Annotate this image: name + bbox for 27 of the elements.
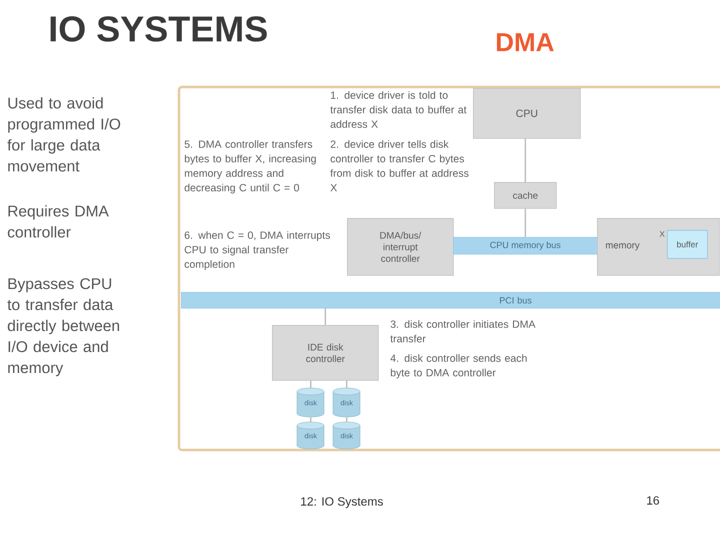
bus-band: PCI bus	[181, 292, 720, 308]
step-note: 3. disk controller initiates DMA transfer	[390, 320, 536, 342]
controller-box: IDE disk controller	[272, 325, 379, 381]
step-note: 6. when C = 0, DMA interrupts CPU to signal transfer completion	[184, 231, 330, 270]
step-note: 2. device driver tells disk controller to transfer C bytes from disk to buffer at address X	[330, 140, 468, 192]
connector-line	[310, 417, 312, 422]
page-number: 16	[647, 496, 660, 505]
slide-title: IO SYSTEMS	[50, 16, 267, 42]
connector-line	[524, 208, 526, 237]
bus-band: CPU memory bus	[453, 237, 598, 254]
connector-line	[310, 380, 312, 388]
cpu-box: CPU	[473, 88, 581, 139]
cache-box: cache	[494, 182, 557, 209]
connector-line	[346, 417, 348, 422]
connector-line	[524, 138, 526, 182]
buffer-box: buffer	[667, 230, 708, 259]
body-text: Used to avoid programmed I/O for large data movement	[7, 97, 120, 172]
connector-line	[346, 380, 348, 388]
step-note: 5. DMA controller transfers bytes to buffer X, increasing memory address and decreasing C until C = 0	[184, 140, 316, 194]
step-note: 4. disk controller sends each byte to DMA controller	[390, 354, 527, 378]
body-text: Requires DMA controller	[8, 205, 109, 238]
body-text: Bypasses CPU to transfer data directly between I/O device and memory	[7, 278, 120, 376]
address-label: X	[660, 231, 665, 237]
slide-subtitle: DMA	[496, 33, 554, 52]
controller-box: DMA/bus/ interrupt controller	[347, 218, 454, 276]
footer-text: 12: IO Systems	[301, 497, 383, 508]
connector-line	[324, 308, 326, 325]
